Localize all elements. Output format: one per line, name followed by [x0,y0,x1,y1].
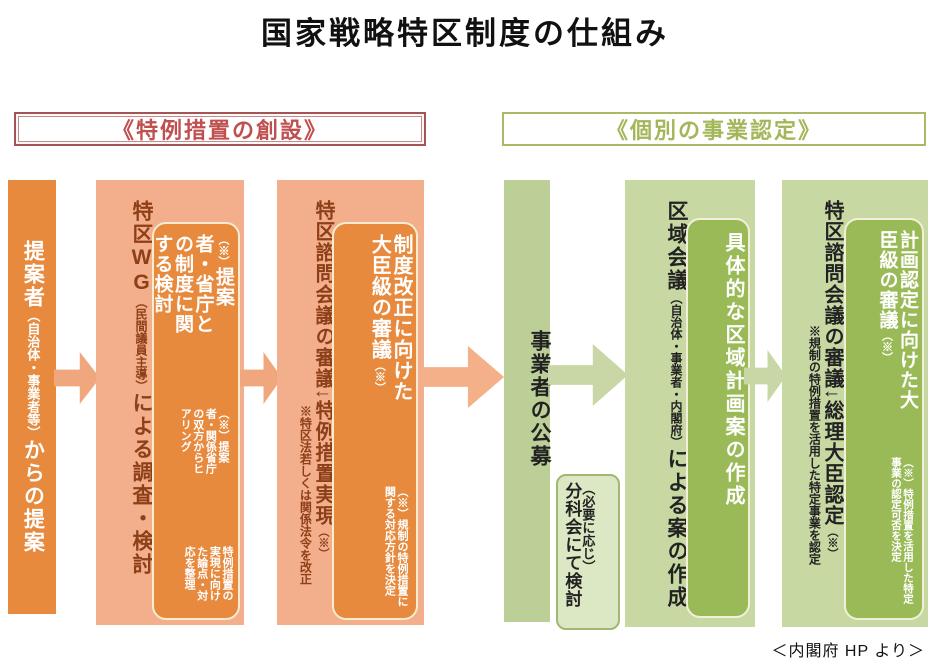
proposer-label: 提案者（自治体・事業者等）からの提案 [21,240,44,554]
minister-review-main: 制度改正に向けた大臣級の審議（※） [339,234,412,406]
area-council-title: 区域会議（自治体・事業者・内閣府）による案の作成 [627,180,688,627]
minister-review-note: （※）規制の特例措置に関する対応方針を決定 [383,486,408,608]
section-header-jigyou: 《個別の事業認定》 [502,112,926,146]
advisory-right-title-text: 特区諮問会議の審議↓総理大臣認定（※） [820,200,843,627]
plan-review-main: 計画認定に向けた大臣級の審議（※） [851,230,918,417]
advisory-right-main: 特区諮問会議の審議↓総理大臣認定 [821,200,843,526]
tokku-wg-paren: （民間議員主導） [134,296,148,392]
advisory-right-note: ※規制の特例措置を活用した特定事業を認定 [807,325,822,565]
flow-arrow-3 [422,346,504,408]
subcommittee-note: （必要に応じ） 分科会にて検討 [556,474,620,630]
wg-study-note2: 特例措置の実現に向けた論点・対応を整理 [183,546,233,602]
advisory-left-main: 特区諮問会議の審議↓特例措置実現 [312,200,334,526]
advisory-left-title: 特区諮問会議の審議↓特例措置実現（※） ※特区法若しくは関係法令を改正 [277,180,334,625]
area-council-pre: 区域会議 [665,200,688,292]
proposer-label-tail: からの提案 [21,439,45,554]
advisory-council-column-left: 特区諮問会議の審議↓特例措置実現（※） ※特区法若しくは関係法令を改正 制度改正… [277,180,424,625]
advisory-right-title: 特区諮問会議の審議↓総理大臣認定（※） ※規制の特例措置を活用した特定事業を認定 [782,180,843,627]
wg-study-marker: （※） [217,234,229,267]
minister-review-box: 制度改正に向けた大臣級の審議（※） （※）規制の特例措置に関する対応方針を決定 [332,222,418,620]
tokku-wg-column: 特区WG（民間議員主導）による調査・検討 （※）提案者・省庁との制度に関する検討… [96,180,244,625]
area-council-column: 区域会議（自治体・事業者・内閣府）による案の作成 具体的な区域計画案の作成 [625,180,755,627]
area-council-title-text: 区域会議（自治体・事業者・内閣府）による案の作成 [664,200,688,627]
subcommittee-text: （必要に応じ） 分科会にて検討 [562,482,596,622]
plan-review-main-text: 計画認定に向けた大臣級の審議 [876,230,918,410]
wg-study-main: （※）提案者・省庁との制度に関する検討 [151,234,234,338]
proposer-column: 提案者（自治体・事業者等）からの提案 [8,180,56,614]
area-council-post: による案の作成 [665,448,688,609]
offering-bar: 事業者の公募 [504,180,551,622]
tokku-wg-letters: WG [130,246,153,296]
page-title: 国家戦略特区制度の仕組み [261,16,669,51]
plan-review-note: （※）特例措置を活用した特定事業の認定可否を決定 [889,457,914,605]
tokku-wg-pre: 特区 [130,200,153,246]
source-credit: ＜内閣府 HP より＞ [771,643,925,660]
section-header-jigyou-label: 《個別の事業認定》 [605,118,822,143]
subcommittee-paren: （必要に応じ） [580,482,596,573]
tokku-wg-title-text: 特区WG（民間議員主導）による調査・検討 [129,200,153,625]
wg-study-main-text: 提案者・省庁との制度に関する検討 [151,234,234,334]
subcommittee-main: 分科会にて検討 [562,482,582,608]
advisory-left-note: ※特区法若しくは関係法令を改正 [298,405,313,585]
minister-review-main-text: 制度改正に向けた大臣級の審議 [368,234,412,402]
section-header-tokurei: 《特例措置の創設》 [14,112,426,146]
offering-label: 事業者の公募 [528,330,551,468]
section-header-tokurei-label: 《特例措置の創設》 [111,118,328,143]
plan-review-marker: （※） [880,330,893,363]
advisory-right-marker: （※） [826,526,838,559]
advisory-left-title-text: 特区諮問会議の審議↓特例措置実現（※） [311,200,334,625]
minister-review-marker: （※） [373,360,386,393]
proposer-label-main: 提案者 [21,240,45,309]
advisory-council-column-right: 特区諮問会議の審議↓総理大臣認定（※） ※規制の特例措置を活用した特定事業を認定… [782,180,928,627]
area-council-paren: （自治体・事業者・内閣府） [669,292,683,448]
proposer-label-paren: （自治体・事業者等） [25,309,41,439]
plan-review-box: 計画認定に向けた大臣級の審議（※） （※）特例措置を活用した特定事業の認定可否を… [844,218,924,620]
plan-draft-main: 具体的な区域計画案の作成 [722,232,744,508]
wg-study-note1: （※）提案者・関係省庁の双方からヒアリング [179,408,229,475]
flow-arrow-4 [548,344,628,406]
plan-draft-box: 具体的な区域計画案の作成 [686,218,750,618]
flow-arrow-1 [54,352,100,404]
flow-arrow-2 [240,352,282,404]
tokku-wg-title: 特区WG（民間議員主導）による調査・検討 [96,180,153,625]
advisory-left-marker: （※） [317,526,329,559]
tokku-wg-post: による調査・検討 [130,392,153,576]
wg-study-box: （※）提案者・省庁との制度に関する検討 （※）提案者・関係省庁の双方からヒアリン… [151,222,240,620]
